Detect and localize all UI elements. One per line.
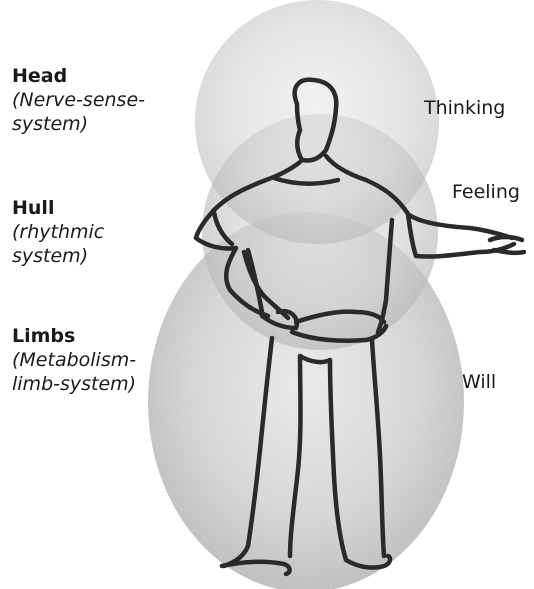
hull-subtitle-line-2: system) (12, 244, 104, 268)
thinking-label: Thinking (424, 96, 505, 120)
will-label: Will (462, 370, 496, 394)
head-subtitle-line-1: (Nerve-sense- (12, 88, 145, 112)
limbs-title: Limbs (12, 324, 136, 348)
limbs-label: Limbs (Metabolism- limb-system) (12, 324, 136, 396)
head-label: Head (Nerve-sense- system) (12, 64, 145, 136)
hull-label: Hull (rhythmic system) (12, 196, 104, 268)
limbs-subtitle-line-1: (Metabolism- (12, 348, 136, 372)
head-subtitle-line-2: system) (12, 112, 145, 136)
feeling-label: Feeling (452, 180, 520, 204)
hull-title: Hull (12, 196, 104, 220)
limbs-subtitle-line-2: limb-system) (12, 372, 136, 396)
head-title: Head (12, 64, 145, 88)
hull-subtitle-line-1: (rhythmic (12, 220, 104, 244)
